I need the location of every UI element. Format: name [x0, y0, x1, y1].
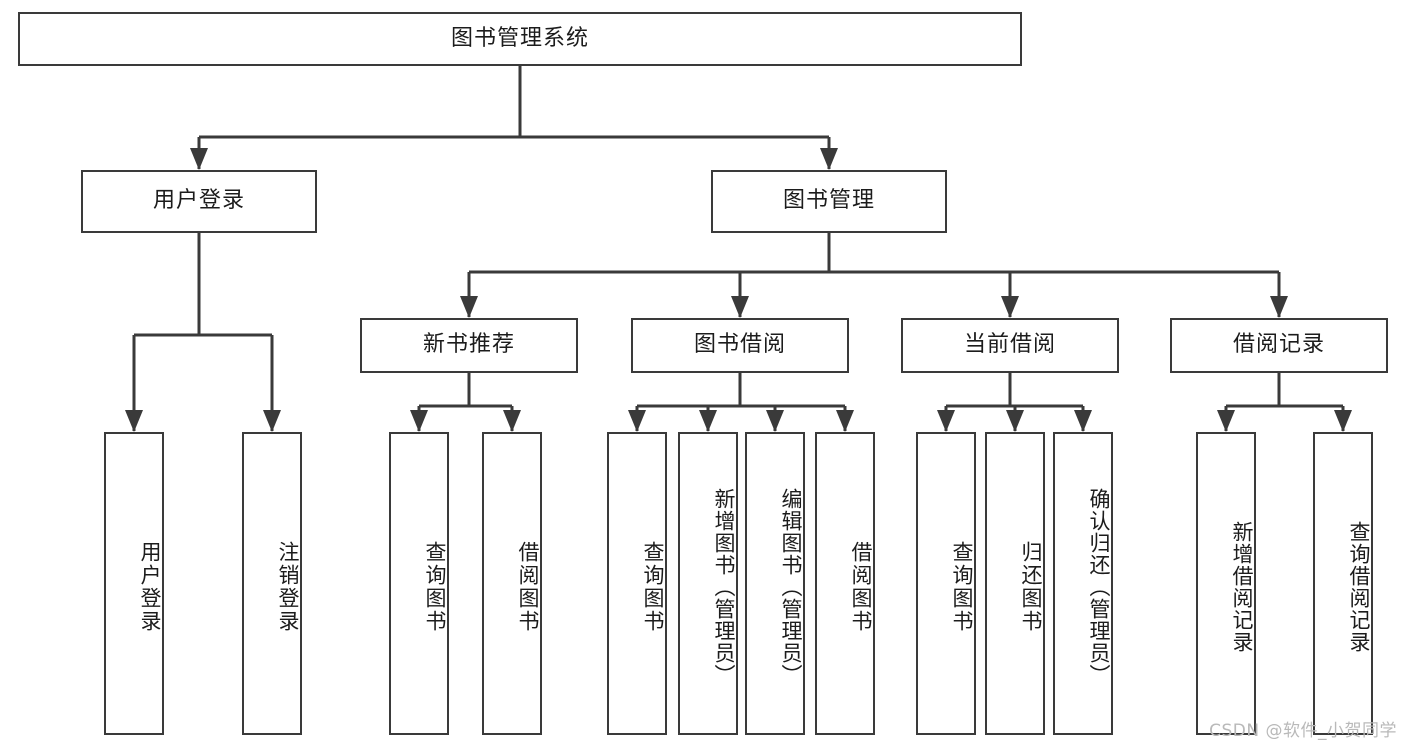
node-leaf-nb-borrow[interactable]: 借阅图书 [482, 432, 542, 735]
node-leaf-cur-query[interactable]: 查询图书 [916, 432, 976, 735]
node-leaf-nb-query[interactable]: 查询图书 [389, 432, 449, 735]
node-newbook[interactable]: 新书推荐 [360, 318, 578, 373]
node-leaf-user-login[interactable]: 用户登录 [104, 432, 164, 735]
node-borrow[interactable]: 图书借阅 [631, 318, 849, 373]
node-records[interactable]: 借阅记录 [1170, 318, 1388, 373]
node-login[interactable]: 用户登录 [81, 170, 317, 233]
node-leaf-cur-confirm[interactable]: 确认归还（管理员） [1053, 432, 1113, 735]
node-leaf-bk-borrow[interactable]: 借阅图书 [815, 432, 875, 735]
node-leaf-rec-add[interactable]: 新增借阅记录 [1196, 432, 1256, 735]
node-leaf-bk-add[interactable]: 新增图书（管理员） [678, 432, 738, 735]
node-current[interactable]: 当前借阅 [901, 318, 1119, 373]
node-leaf-bk-query[interactable]: 查询图书 [607, 432, 667, 735]
node-leaf-bk-edit[interactable]: 编辑图书（管理员） [745, 432, 805, 735]
node-leaf-rec-query[interactable]: 查询借阅记录 [1313, 432, 1373, 735]
node-root[interactable]: 图书管理系统 [18, 12, 1022, 66]
node-leaf-cur-return[interactable]: 归还图书 [985, 432, 1045, 735]
node-leaf-user-logout[interactable]: 注销登录 [242, 432, 302, 735]
watermark: CSDN @软件_小贺同学 [1209, 721, 1397, 741]
node-bookmgmt[interactable]: 图书管理 [711, 170, 947, 233]
